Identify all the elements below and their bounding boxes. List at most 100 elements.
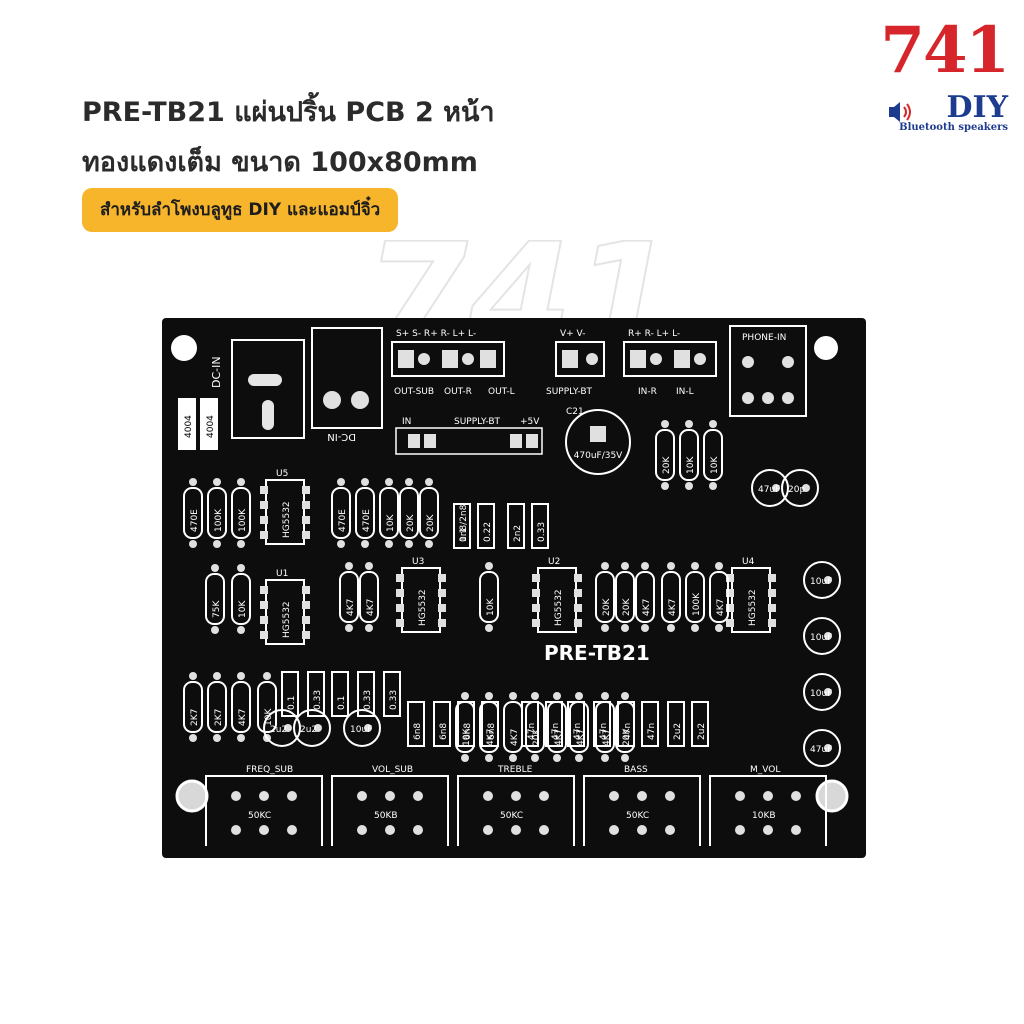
resistor-value: 100K [692,592,702,616]
supply-mid-label: SUPPLY-BT [454,417,501,427]
logo-tagline: Bluetooth speakers [899,122,1008,133]
capacitor: 2u2 [691,701,709,747]
ic-part-label: HG5532 [748,589,758,626]
pot-label: M_VOL [750,765,780,775]
pot-label: BASS [624,765,648,775]
resistor: 4K7 [709,562,729,632]
pcb-substrate [162,318,866,858]
resistor-value: 470E [190,509,200,532]
capacitor: 2u2 [293,709,331,747]
capacitor: 2n2 [507,503,525,549]
capacitor-value: 6n8 [487,723,497,740]
capacitor: 10uF [343,709,381,747]
speaker-icon [889,102,911,122]
resistor-value: 100K [238,508,248,532]
cap-c21 [565,409,631,475]
capacitor-value: 0.33 [537,522,547,542]
resistor-value: 10K [710,456,720,474]
pot-value: 50KC [248,811,271,821]
resistor-value: 4K7 [346,599,356,616]
resistor: 4K7 [231,672,251,742]
supply-row-outline [395,427,543,455]
capacitor-value: 2u2 [300,725,317,735]
cap-c21-value: 470uF/35V [574,451,624,461]
resistor-value: 2K7 [190,709,200,726]
header-in-label: R+ R- L+ L- [628,329,680,339]
resistor-value: 4K7 [716,599,726,616]
capacitor-value: 47n [573,723,583,740]
capacitor-value: 10uF [810,577,832,587]
resistor-value: 4K7 [366,599,376,616]
capacitor-value: 47n [599,723,609,740]
resistor: 4K7 [339,562,359,632]
capacitor: 0.33 [383,671,401,717]
capacitor-value: 47n [527,723,537,740]
capacitor-value: 47n [623,723,633,740]
usage-badge: สำหรับลำโพงบลูทูธ DIY และแอมป์จิ๋ว [82,188,399,232]
resistor-value: 4K7 [576,729,586,746]
diode-d1-d2: 4004 4004 [178,398,218,450]
capacitor-value: 2u2 [697,723,707,740]
capacitor: 47n [641,701,659,747]
ic-ref-label: U3 [412,557,424,567]
capacitor: 2u2 [263,709,301,747]
header-v-label: V+ V- [560,329,585,339]
ic-part-label: HG5532 [282,501,292,538]
resistor-value: 4K7 [602,729,612,746]
capacitor-value: 6n8 [413,723,423,740]
capacitor-value: 47n [551,723,561,740]
capacitor-value: 20p [788,485,805,495]
pot-freq-sub: FREQ_SUB 50KC [205,765,323,846]
capacitor: 0.1 [281,671,299,717]
resistor: 10K [479,562,499,632]
resistor: 4K7 [503,692,523,762]
capacitor-value: 6n8 [463,723,473,740]
capacitor-value: 6n8 [439,723,449,740]
capacitor: 0.22 [477,503,495,549]
ic-part-label: HG5532 [554,589,564,626]
pot-label: FREQ_SUB [246,765,293,775]
resistor: 2K7 [207,672,227,742]
resistor-value: 470E [338,509,348,532]
pcb-board: DC-IN DC-IN S+ S- R+ R- L+ L- V+ V- R+ R… [162,318,866,858]
resistor-value: 20K [426,514,436,532]
resistor-value: 10K [686,456,696,474]
capacitor-value: 0.33 [363,690,373,710]
supply-in-label: IN [402,417,411,427]
capacitor: 0.33 [307,671,325,717]
pot-value: 50KB [374,811,398,821]
capacitor: 47uF [803,729,841,767]
capacitor-value: 0.1 [337,696,347,710]
resistor-value: 4K7 [554,729,564,746]
ic-u4: HG5532 U4 [726,557,776,633]
resistor-value: 20K [622,728,632,746]
mount-hole-tl [171,335,197,361]
ic-ref-label: U4 [742,557,755,567]
supply-bt-label: SUPPLY-BT [546,387,593,397]
dc-jack-outline [231,339,305,439]
dc-in-label: DC-IN [327,431,356,442]
capacitor-value: 1n8/2n8 [459,504,469,542]
resistor-value: 10K [386,514,396,532]
capacitor-value: 2u2 [270,725,287,735]
resistor: 4K7 [661,562,681,632]
capacitor: 47n [617,701,635,747]
capacitor: 0.33 [357,671,375,717]
capacitor-value: 0.33 [389,690,399,710]
capacitor: 6n8 [457,701,475,747]
resistor: 2K7 [183,672,203,742]
header-top-label: S+ S- R+ R- L+ L- [396,329,476,339]
capacitor-value: 2n2 [513,525,523,542]
resistor: 470E [331,478,351,548]
capacitor: 1n8/2n8 [453,503,471,549]
resistor-value: 4K7 [238,709,248,726]
mount-hole-br [815,779,849,813]
resistor-value: 4K7 [642,599,652,616]
capacitor: 47uF [751,469,789,507]
